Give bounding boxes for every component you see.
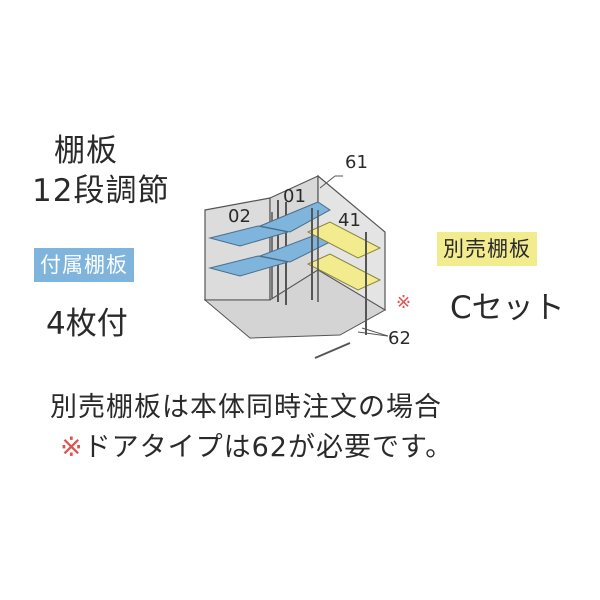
note-line-2-text: ドアタイプは62が必要です。 [83,432,454,463]
included-shelf-count: 4枚付 [46,306,128,342]
optional-shelf-lower [306,253,382,291]
included-shelf-badge: 付属棚板 [34,248,134,282]
label-41: 41 [338,210,361,231]
shelf-adjust-text: 12段調節 [32,173,170,209]
optional-shelf-upper [306,221,382,259]
label-61: 61 [345,152,368,173]
label-01: 01 [283,186,306,207]
optional-set-label: Cセット [450,290,565,326]
storage-shed-diagram: 02 01 41 61 62 ※ [203,152,411,359]
note-line-1: 別売棚板は本体同時注文の場合 [50,392,442,423]
note-mark: ※ [60,432,84,463]
label-mark: ※ [396,292,411,313]
optional-shelf-badge: 別売棚板 [437,232,537,266]
shelf-heading: 棚板 [54,133,118,169]
label-62: 62 [388,328,411,349]
label-02: 02 [228,206,251,227]
note-line-2: ※ドアタイプは62が必要です。 [60,425,453,464]
